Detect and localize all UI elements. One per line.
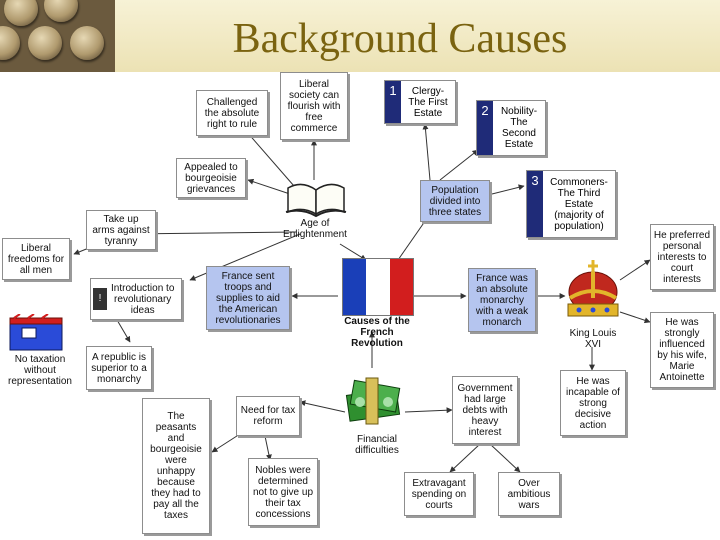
button-decoration-icon <box>4 0 38 26</box>
book-icon <box>285 183 347 218</box>
hub-king: King Louis XVI <box>569 328 617 350</box>
button-decoration-icon <box>44 0 78 22</box>
node-republic: A republic is superior to a monarchy <box>86 346 152 390</box>
node-bourgeois: Appealed to bourgeoisie grievances <box>176 158 246 198</box>
estate-number: 2 <box>477 101 493 155</box>
node-government-debts: Government had large debts with heavy in… <box>452 376 518 444</box>
center-label: Causes of the French Revolution <box>344 316 410 349</box>
tea-chest-icon <box>9 314 63 351</box>
node-nobles: Nobles were determined not to give up th… <box>248 458 318 526</box>
button-decoration-icon <box>70 26 104 60</box>
taxation-label: No taxation without representation <box>8 354 72 387</box>
slide-header: Background Causes <box>0 0 720 72</box>
node-wars: Over ambitious wars <box>498 472 560 516</box>
node-tax-reform: Need for tax reform <box>236 396 300 436</box>
french-flag-icon <box>342 258 414 316</box>
estate-box-1: 1 Clergy- The First Estate <box>384 80 456 124</box>
node-influenced: He was strongly influenced by his wife, … <box>650 312 714 388</box>
concept-map: Causes of the French Revolution Age of E… <box>0 72 720 540</box>
node-preferred: He preferred personal interests to court… <box>650 224 714 290</box>
button-decoration-icon <box>28 26 62 60</box>
lightbulb-icon: ! <box>93 288 107 310</box>
estate-text: Commoners- The Third Estate (majority of… <box>550 176 608 232</box>
crown-icon <box>567 260 619 317</box>
node-intro-ideas: ! Introduction to revolutionary ideas <box>90 278 182 320</box>
slide-title: Background Causes <box>232 16 568 62</box>
node-take-arms: Take up arms against tyranny <box>86 210 156 250</box>
node-france-sent: France sent troops and supplies to aid t… <box>206 266 290 330</box>
estate-box-2: 2 Nobility- The Second Estate <box>476 100 546 156</box>
node-extravagant: Extravagant spending on courts <box>404 472 474 516</box>
node-liberal-freedoms: Liberal freedoms for all men <box>2 238 70 280</box>
estate-text: Clergy- The First Estate <box>408 85 448 119</box>
estate-text: Nobility- The Second Estate <box>500 106 538 150</box>
node-incapable: He was incapable of strong decisive acti… <box>560 370 626 436</box>
node-challenged-rule: Challenged the absolute right to rule <box>196 90 268 136</box>
hub-financial: Financial difficulties <box>355 434 399 456</box>
estate-number: 1 <box>385 81 401 123</box>
node-absolute-monarchy: France was an absolute monarchy with a w… <box>468 268 536 332</box>
estate-box-3: 3 Commoners- The Third Estate (majority … <box>526 170 616 238</box>
estate-number: 3 <box>527 171 543 237</box>
button-decoration-icon <box>0 26 20 60</box>
node-liberal-society: Liberal society can flourish with free c… <box>280 72 348 140</box>
money-icon <box>345 377 401 425</box>
node-peasants: The peasants and bourgeoisie were unhapp… <box>142 398 210 534</box>
hub-enlightenment: Age of Enlightenment <box>283 218 347 240</box>
decorative-buttons-strip <box>0 0 115 72</box>
node-population: Population divided into three states <box>420 180 490 222</box>
